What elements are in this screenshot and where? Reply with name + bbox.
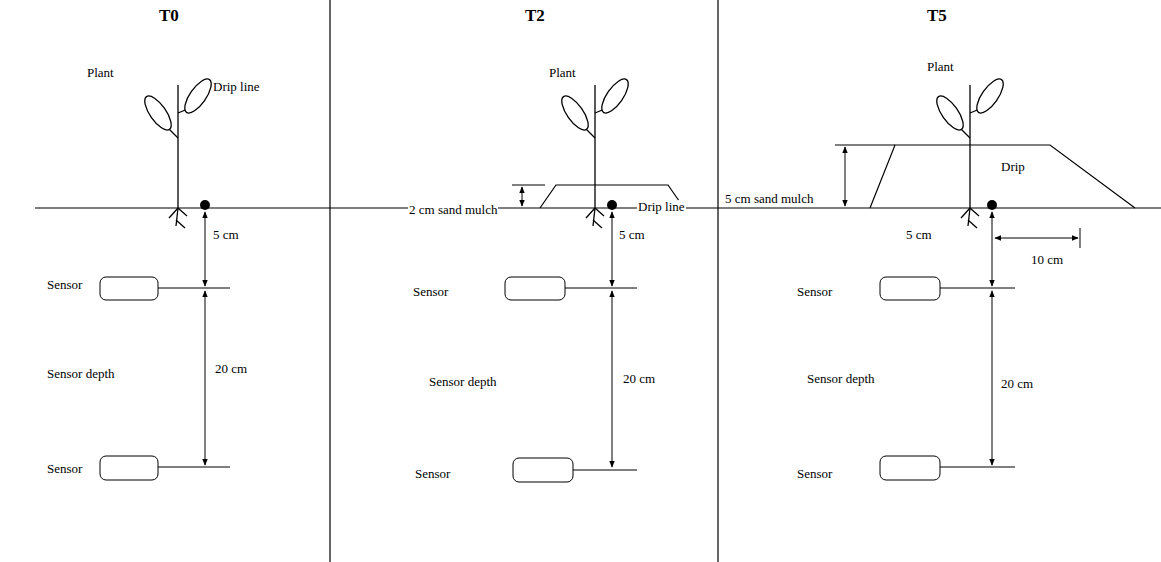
sensor-label: Sensor (414, 467, 451, 482)
dimension: 5 cm (618, 228, 646, 243)
dimension: 20 cm (622, 372, 656, 387)
sensor-label: Sensor (796, 285, 833, 300)
depth-label: Sensor depth (428, 375, 498, 390)
plant (557, 75, 633, 228)
plant-label: Plant (926, 60, 955, 75)
dimension: 10 cm (1030, 253, 1064, 268)
sensor-label: Sensor (46, 278, 83, 293)
dimension: 20 cm (214, 362, 248, 377)
depth-label: Sensor depth (46, 367, 116, 382)
plant-label: Plant (548, 66, 577, 81)
dimension: 5 cm (212, 228, 240, 243)
panel-title: T5 (926, 6, 948, 26)
divider (329, 0, 330, 562)
sensor-label: Sensor (46, 462, 83, 477)
panel-title: T2 (524, 6, 546, 26)
plant (932, 75, 1008, 228)
sand-mulch (870, 145, 1135, 208)
depth-label: Sensor depth (806, 372, 876, 387)
sensor-label: Sensor (796, 467, 833, 482)
plant-label: Plant (86, 66, 115, 81)
drip-emitter (200, 200, 210, 210)
dimension: 20 cm (1000, 377, 1034, 392)
plant (140, 75, 216, 228)
sensor-box (100, 456, 158, 480)
sensor-box (513, 458, 573, 482)
panel-title: T0 (158, 6, 180, 26)
sensor-box (880, 456, 940, 480)
sensor-label: Sensor (412, 285, 449, 300)
drip-label: Drip line (637, 200, 686, 215)
sensor-box (505, 277, 565, 300)
sensor-box (100, 277, 158, 300)
drip-label: Drip line (212, 80, 261, 95)
dimension: 5 cm sand mulch (724, 192, 814, 207)
dimension: 2 cm sand mulch (408, 203, 498, 218)
drip-emitter (607, 200, 617, 210)
sensor-box (880, 277, 940, 300)
drip-emitter (987, 200, 997, 210)
drip-label: Drip (1000, 160, 1026, 175)
dimension: 5 cm (905, 228, 933, 243)
divider (717, 0, 718, 562)
